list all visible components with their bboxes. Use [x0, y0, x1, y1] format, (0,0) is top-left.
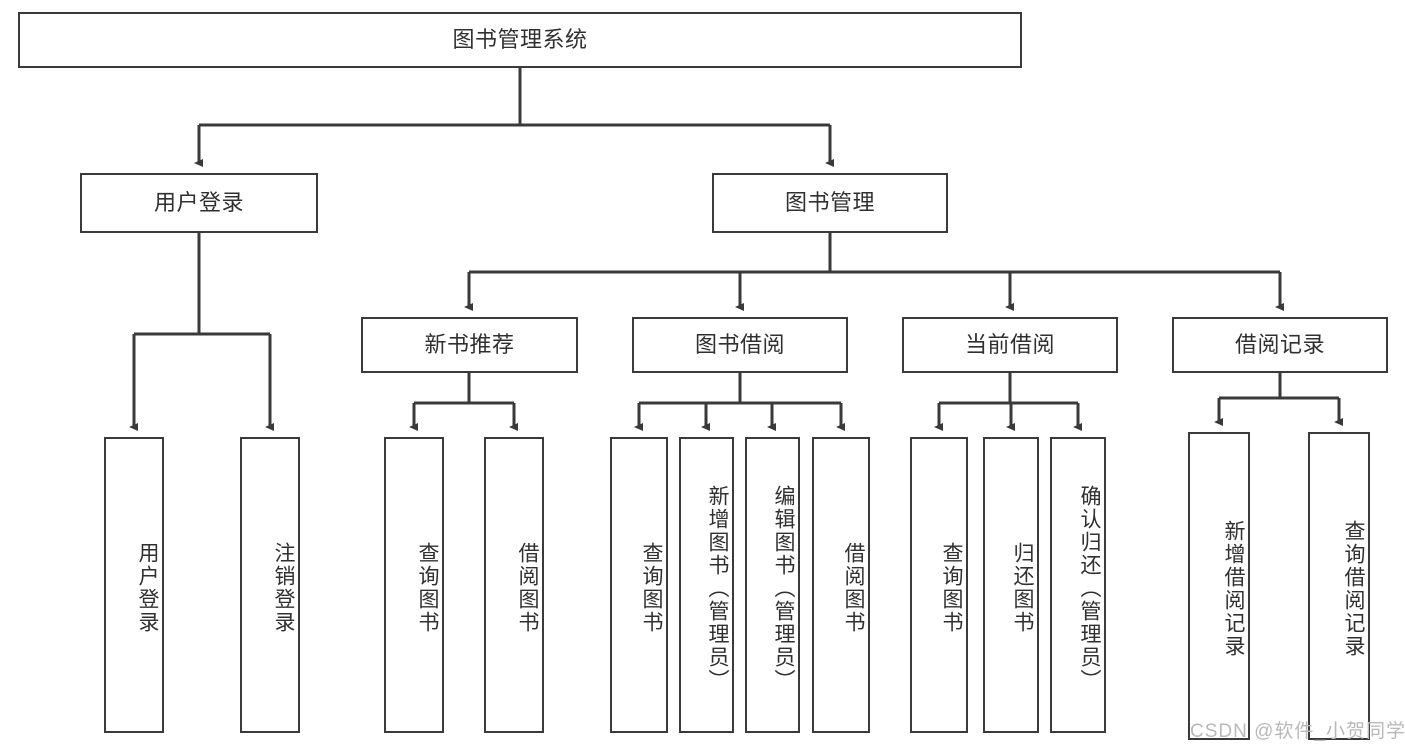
node-book-management[interactable]: 图书管理 [712, 173, 948, 233]
leaf-label: 注销登录 [272, 542, 295, 634]
leaf-label: 编辑图书（管理员） [772, 484, 795, 692]
leaf-label: 归还图书 [1011, 542, 1034, 634]
leaf-label: 查询图书 [940, 542, 963, 634]
leaf-logout[interactable]: 注销登录 [240, 437, 300, 733]
node-book-borrow[interactable]: 图书借阅 [632, 317, 848, 373]
node-root-label: 图书管理系统 [452, 26, 588, 52]
leaf-label: 查询借阅记录 [1342, 520, 1365, 658]
leaf-query-borrow-record[interactable]: 查询借阅记录 [1308, 432, 1370, 740]
leaf-borrow-book-new[interactable]: 借阅图书 [484, 437, 544, 733]
node-book-management-label: 图书管理 [784, 189, 875, 215]
node-current-borrow-label: 当前借阅 [964, 331, 1055, 357]
node-new-book-recommend[interactable]: 新书推荐 [361, 317, 578, 373]
leaf-edit-book-admin[interactable]: 编辑图书（管理员） [745, 437, 800, 733]
node-new-book-recommend-label: 新书推荐 [424, 331, 515, 357]
leaf-label: 查询图书 [416, 542, 439, 634]
leaf-confirm-return-admin[interactable]: 确认归还（管理员） [1050, 437, 1106, 733]
csdn-watermark: CSDN @软件_小贺同学 [1190, 721, 1405, 742]
node-current-borrow[interactable]: 当前借阅 [902, 317, 1118, 373]
node-borrow-records-label: 借阅记录 [1234, 331, 1325, 357]
leaf-return-book[interactable]: 归还图书 [983, 437, 1039, 733]
node-borrow-records[interactable]: 借阅记录 [1172, 317, 1388, 373]
leaf-label: 借阅图书 [516, 542, 539, 634]
leaf-label: 借阅图书 [842, 542, 865, 634]
leaf-query-book-current[interactable]: 查询图书 [910, 437, 968, 733]
leaf-add-borrow-record[interactable]: 新增借阅记录 [1188, 432, 1250, 740]
leaf-label: 用户登录 [136, 542, 159, 634]
leaf-label: 新增借阅记录 [1222, 520, 1245, 658]
leaf-add-book-admin[interactable]: 新增图书（管理员） [679, 437, 734, 733]
leaf-borrow-book[interactable]: 借阅图书 [812, 437, 870, 733]
leaf-label: 新增图书（管理员） [706, 484, 729, 692]
node-user-login-label: 用户登录 [153, 189, 244, 215]
leaf-user-login[interactable]: 用户登录 [104, 437, 164, 733]
leaf-query-book-borrow[interactable]: 查询图书 [610, 437, 668, 733]
leaf-query-book-new[interactable]: 查询图书 [384, 437, 444, 733]
node-root[interactable]: 图书管理系统 [18, 12, 1022, 68]
leaf-label: 确认归还（管理员） [1078, 484, 1101, 692]
node-book-borrow-label: 图书借阅 [694, 331, 785, 357]
node-user-login[interactable]: 用户登录 [80, 173, 318, 233]
leaf-label: 查询图书 [640, 542, 663, 634]
